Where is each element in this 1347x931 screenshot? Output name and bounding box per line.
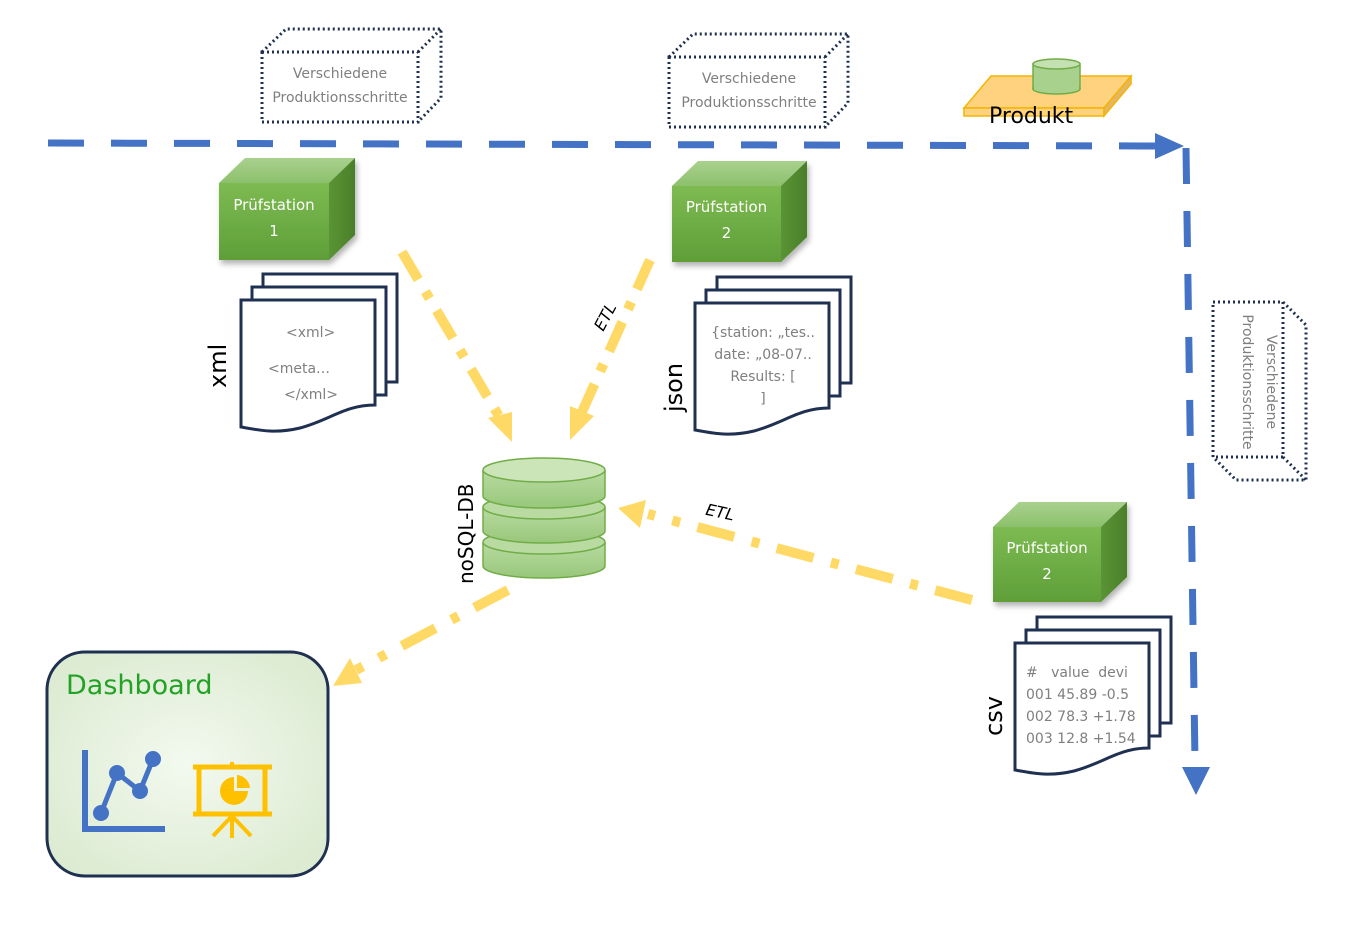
production-flow-line [47, 133, 1210, 795]
data-arrow-csv-to-db [618, 500, 974, 605]
production-step-box [260, 27, 443, 124]
data-arrow-db-to-dashboard [333, 585, 511, 686]
production-step-line1: Verschiedene [701, 71, 797, 87]
csv-document-stack [1013, 615, 1173, 776]
product-shape [962, 58, 1133, 119]
data-arrow-json-to-db [570, 257, 655, 440]
dashboard-panel[interactable] [45, 650, 330, 878]
station-label: Prüfstation 2 [993, 535, 1101, 587]
product-label: Produkt [989, 104, 1074, 129]
json-line: {station: „tes.. [711, 325, 815, 341]
product-cylinder [1032, 58, 1081, 95]
flow-arrowhead-down [1182, 767, 1210, 795]
station-label: Prüfstation 2 [672, 194, 781, 246]
json-line: ] [760, 391, 766, 407]
nosql-database [482, 457, 606, 579]
station-number: 1 [269, 222, 279, 240]
database-label: noSQL-DB [454, 483, 478, 584]
production-step-box [1211, 300, 1308, 482]
csv-line: 001 45.89 -0.5 [1026, 687, 1130, 703]
test-station-1 [219, 158, 355, 260]
station-name: Prüfstation [685, 198, 768, 216]
station-name: Prüfstation [233, 196, 315, 214]
csv-line: # value devi [1026, 665, 1128, 681]
xml-line: <meta… [268, 361, 331, 377]
station-number: 2 [1042, 565, 1052, 583]
station-name: Prüfstation [1006, 539, 1088, 557]
xml-line: </xml> [284, 387, 338, 403]
csv-format-label: csv [980, 696, 1008, 736]
station-number: 2 [721, 224, 732, 242]
json-document-stack [693, 275, 853, 436]
json-format-label: json [660, 362, 688, 412]
csv-line: 002 78.3 +1.78 [1026, 709, 1136, 725]
production-step-line2: Produktionsschritte [272, 90, 408, 106]
xml-format-label: xml [204, 343, 232, 388]
dashboard-title: Dashboard [66, 670, 213, 701]
production-step-label: Verschiedene Produktionsschritte [1235, 302, 1283, 462]
line-chart-icon [82, 750, 165, 832]
xml-document-stack [239, 272, 399, 433]
production-step-label: Verschiedene Produktionsschritte [262, 62, 418, 110]
production-step-line2: Produktionsschritte [1239, 314, 1255, 450]
xml-line: <xml> [286, 325, 336, 341]
production-step-line1: Verschiedene [292, 66, 388, 82]
production-step-line1: Verschiedene [1263, 334, 1279, 430]
station-label: Prüfstation 1 [219, 192, 329, 244]
flow-arrowhead-right [1155, 133, 1184, 159]
test-station-3 [993, 502, 1127, 602]
presentation-pie-icon [193, 762, 272, 838]
production-step-label: Verschiedene Produktionsschritte [669, 67, 829, 115]
data-arrow-xml-to-db [397, 249, 512, 442]
json-line: date: „08-07.. [714, 347, 812, 363]
test-station-2 [672, 161, 807, 262]
json-line: Results: [ [730, 369, 796, 385]
production-step-line2: Produktionsschritte [681, 95, 817, 111]
production-step-box [667, 32, 850, 129]
csv-line: 003 12.8 +1.54 [1026, 731, 1136, 747]
